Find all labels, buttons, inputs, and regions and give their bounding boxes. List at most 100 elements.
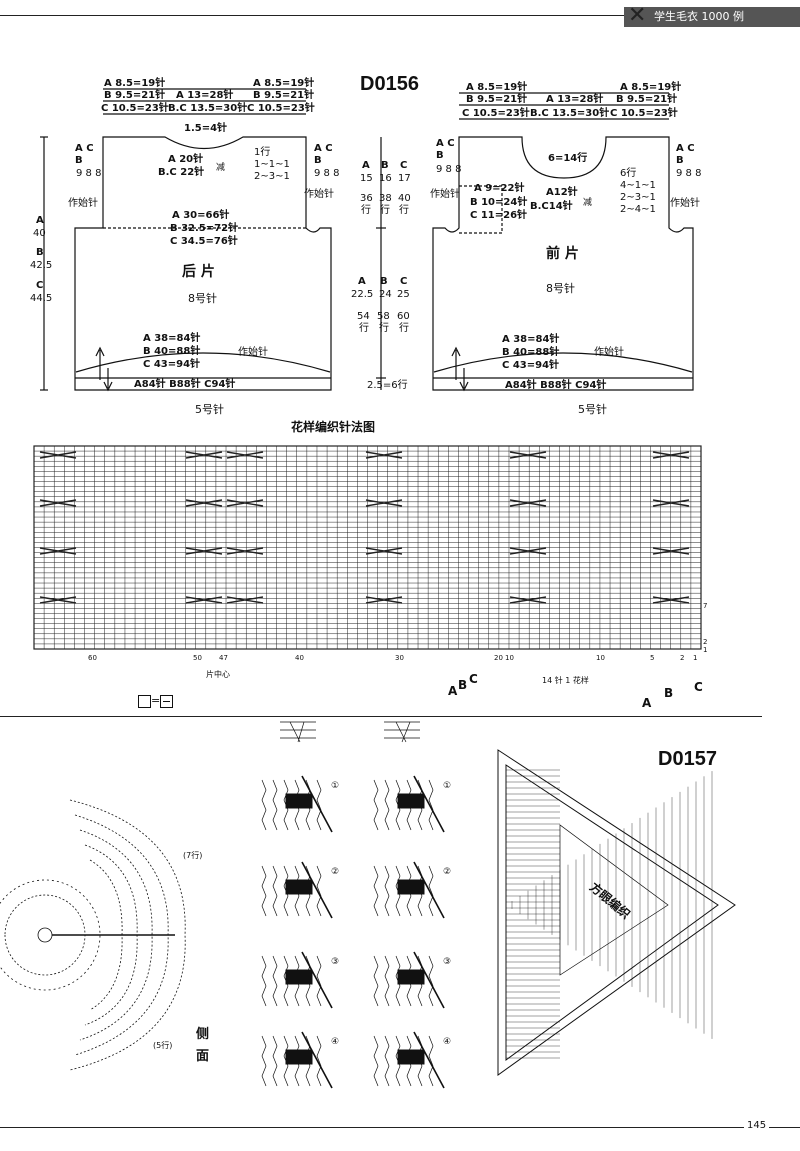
stitch-column <box>373 1035 379 1087</box>
stitch-column <box>373 865 379 917</box>
needle-loop <box>285 969 313 985</box>
center-lower-col-b: B <box>380 276 388 287</box>
back-needle-main: 8号针 <box>188 292 217 305</box>
center-upper-rows-a: 36 <box>360 193 373 204</box>
chart-x-1: 1 <box>693 654 698 662</box>
back-side-left-abc: A C B <box>75 143 94 166</box>
back-neck-dec-bc: B.C 22针 <box>158 167 205 178</box>
triangle-chart <box>497 749 736 1076</box>
cable-cross-mark <box>509 596 547 604</box>
center-lower-b: 24 <box>379 289 392 300</box>
chart-marker-b-left: B <box>458 678 468 692</box>
book-title: 学生毛衣 1000 例 <box>654 10 744 23</box>
back-height-b-val: 42.5 <box>30 260 53 271</box>
front-bottom-b: B 40=88针 <box>502 347 560 358</box>
step-panel <box>373 951 445 1009</box>
front-neck-width-b: B 10=24针 <box>470 197 528 208</box>
needle-icon <box>301 861 333 919</box>
front-neck-dec-a: A12针 <box>546 187 578 198</box>
back-mid-c: C 34.5=76针 <box>170 236 238 247</box>
chart-title: 花样编织针法图 <box>291 420 376 434</box>
front-top-a-left: A 8.5=19针 <box>466 82 528 93</box>
center-lower-rows-b: 58 <box>377 311 390 322</box>
needle-icon <box>413 775 445 833</box>
step-1b: ① <box>443 781 452 791</box>
step-3b: ③ <box>443 957 452 967</box>
cable-cross-mark <box>226 596 264 604</box>
cable-cross-mark <box>226 451 264 459</box>
stitch-column <box>428 865 434 917</box>
back-top-a-right: A 8.5=19针 <box>253 78 315 89</box>
center-col-b: B <box>381 160 389 171</box>
back-top-b-right: B 9.5=21针 <box>253 90 315 101</box>
back-height-c: C <box>36 280 44 291</box>
step-1a: ① <box>331 781 340 791</box>
back-side-right-nums: 9 8 8 <box>314 168 340 179</box>
front-dec-row4: 2~4~1 <box>620 204 656 215</box>
needle-icon <box>413 1031 445 1089</box>
front-side-left-abc: A C B <box>436 138 455 161</box>
round-label-5: (5行) <box>153 1041 173 1050</box>
stitch-column <box>272 955 278 1007</box>
x-logo-icon: ✕ <box>628 3 647 28</box>
front-bottom-start: 作始针 <box>594 347 624 358</box>
stitch-column <box>261 865 267 917</box>
back-neck-dec-a: A 20针 <box>168 154 204 165</box>
cable-cross-mark <box>39 499 77 507</box>
cable-cross-mark <box>226 547 264 555</box>
center-upper-unit-b: 行 <box>380 205 390 216</box>
stitch-column <box>316 1035 322 1087</box>
chart-row-7: 7 <box>703 602 708 610</box>
center-lower-unit-a: 行 <box>359 323 369 334</box>
chart-marker-c-right: C <box>694 680 703 694</box>
stitch-column <box>261 1035 267 1087</box>
front-bottom-a: A 38=84针 <box>502 334 560 345</box>
cable-cross-mark <box>652 451 690 459</box>
side-view-label: 侧 面 <box>196 1027 210 1064</box>
chart-repeat-label: 14 针 1 花样 <box>542 676 589 685</box>
front-top-a-right: A 8.5=19针 <box>620 82 682 93</box>
back-panel-outline <box>74 136 332 391</box>
step-panel <box>373 775 445 833</box>
stitch-column <box>272 779 278 831</box>
back-dec-row2: 1~1~1 <box>254 159 290 170</box>
chart-legend: = <box>138 694 174 708</box>
cable-cross-mark <box>185 451 223 459</box>
needle-loop <box>285 1049 313 1065</box>
front-top-bc-mid: B.C 13.5=30针 <box>530 108 610 119</box>
center-lower-col-c: C <box>400 276 408 287</box>
needle-loop <box>285 793 313 809</box>
round-chart <box>0 799 186 1071</box>
stitch-column <box>384 1035 390 1087</box>
front-side-right-nums: 9 8 8 <box>676 168 702 179</box>
needle-icon <box>413 861 445 919</box>
center-col-a: A <box>362 160 370 171</box>
back-bottom-c: C 43=94针 <box>143 359 201 370</box>
back-height-a-val: 40 <box>33 228 46 239</box>
back-side-right-abc: A C B <box>314 143 333 166</box>
stitch-chart <box>33 445 702 650</box>
chart-row-1: 1 <box>703 646 708 654</box>
back-height-a: A <box>36 215 44 226</box>
chart-x-5: 5 <box>650 654 655 662</box>
center-lower-unit-c: 行 <box>399 323 409 334</box>
back-bottom-start: 作始针 <box>238 347 268 358</box>
legend-equals: = <box>151 694 161 707</box>
front-top-c-left: C 10.5=23针 <box>462 108 530 119</box>
bottom-rule <box>0 1127 800 1128</box>
stitch-column <box>428 1035 434 1087</box>
step-panel <box>373 1031 445 1089</box>
center-rib-rows: 2.5=6行 <box>367 380 408 391</box>
stitch-column <box>316 955 322 1007</box>
center-lower-rows-c: 60 <box>397 311 410 322</box>
back-dec-label: 减 <box>216 163 226 173</box>
back-side-left-nums: 9 8 8 <box>76 168 102 179</box>
stitch-column <box>272 1035 278 1087</box>
stitch-column <box>272 865 278 917</box>
stitch-column <box>428 955 434 1007</box>
cable-cross-mark <box>652 596 690 604</box>
chart-x-50: 50 <box>193 654 202 662</box>
back-top-c-left: C 10.5=23针 <box>101 103 169 114</box>
center-lower-rows-a: 54 <box>357 311 370 322</box>
legend-empty-square-icon <box>138 694 151 708</box>
